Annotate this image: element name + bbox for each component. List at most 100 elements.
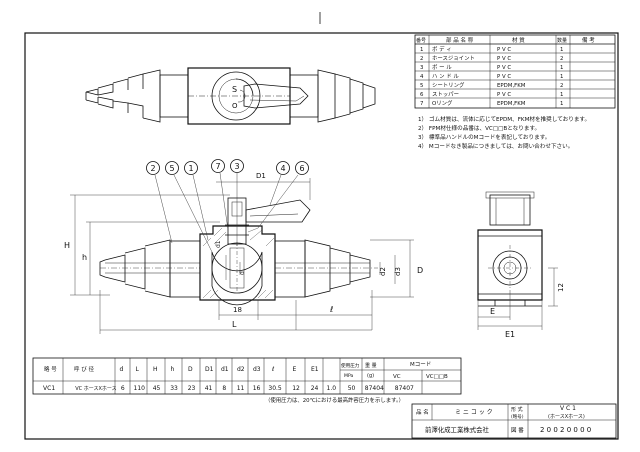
- svg-text:1: 1: [189, 164, 194, 173]
- parts-cell: ハ ン ド ル: [432, 74, 459, 80]
- spec-footnote: （使用圧力は、20℃における最高許容圧力を示します。）: [265, 396, 404, 404]
- parts-cell: 6: [420, 92, 424, 98]
- parts-cell: 1: [560, 101, 563, 107]
- spec-header: d: [120, 366, 124, 373]
- note-4: 4） Mコードなき製品につきましては、お問い合わせ下さい。: [418, 142, 573, 150]
- parts-cell: 4: [420, 74, 424, 80]
- title-name-label: 品 名: [416, 408, 429, 416]
- svg-text:3: 3: [235, 162, 240, 171]
- spec-header: E1: [311, 366, 319, 373]
- dim-D: D: [417, 266, 423, 275]
- callout-5: 5: [165, 161, 213, 253]
- svg-text:MPa: MPa: [344, 373, 354, 379]
- parts-cell: 1: [420, 47, 423, 53]
- dim-d: d: [239, 271, 246, 275]
- spec-header: d2: [237, 366, 245, 373]
- dim-D1: D1: [256, 172, 266, 180]
- svg-text:VC□□B: VC□□B: [426, 374, 448, 380]
- dim-h: h: [82, 253, 87, 262]
- spec-cell: 87404: [365, 385, 384, 392]
- parts-cell: ボ ー ル: [432, 63, 452, 71]
- parts-cell: 2: [560, 83, 563, 89]
- section-view: [70, 178, 414, 334]
- dim-d2: d2: [379, 267, 387, 276]
- spec-header: ℓ: [271, 366, 274, 373]
- spec-header: d3: [253, 366, 261, 373]
- note-3: 3） 標準品ハンドルのMコードを表記しております。: [418, 133, 550, 141]
- svg-text:7: 7: [216, 162, 221, 171]
- svg-text:使用圧力: 使用圧力: [341, 362, 360, 369]
- svg-text:数量: 数量: [557, 37, 567, 44]
- spec-cell: 87407: [395, 385, 414, 392]
- company-name: 前澤化成工業株式会社: [425, 425, 490, 434]
- svg-text:Mコード: Mコード: [410, 361, 431, 368]
- dim-E1: E1: [505, 330, 515, 339]
- spec-table: 略 号 呼 び 径 使用圧力 MPa 重 量 (g) Mコード VC VC□□B: [32, 357, 462, 395]
- spec-header: d1: [221, 366, 229, 373]
- svg-text:呼 び 径: 呼 び 径: [74, 365, 94, 373]
- svg-text:備 考: 備 考: [582, 36, 595, 44]
- spec-header: h: [171, 366, 175, 373]
- parts-cell: 1: [560, 47, 563, 53]
- parts-cell: P V C: [497, 65, 511, 71]
- spec-header: E: [293, 366, 297, 373]
- callout-4: 4: [269, 161, 290, 206]
- spec-cell: 24: [311, 385, 319, 392]
- title-type-value: V C 1: [560, 405, 576, 412]
- parts-cell: ストッパー: [432, 91, 459, 98]
- parts-cell: Oリング: [432, 99, 453, 107]
- callouts: 2 5 1 7 3 4 6: [146, 159, 309, 253]
- parts-cell: ホースジョイント: [432, 55, 475, 62]
- callout-2: 2: [146, 161, 173, 244]
- parts-cell: P V C: [497, 74, 511, 80]
- parts-cell: 7: [420, 101, 423, 107]
- parts-table: 番号 部 品 名 称 材 質 数量 備 考: [414, 34, 616, 109]
- parts-cell: ボ デ ィ: [432, 45, 452, 53]
- dim-d3: d3: [394, 267, 402, 276]
- spec-header: D: [188, 366, 193, 373]
- parts-cell: EPDM,FKM: [497, 101, 526, 107]
- parts-cell: P V C: [497, 56, 511, 62]
- top-view: S O: [85, 67, 376, 125]
- svg-text:O: O: [232, 102, 238, 110]
- spec-cell: VC1: [43, 385, 55, 392]
- svg-text:材 質: 材 質: [512, 36, 525, 44]
- drawing-frame: [24, 32, 619, 440]
- section-hatch: [202, 227, 275, 299]
- spec-cell: 41: [205, 385, 213, 392]
- spec-cell: 45: [153, 385, 161, 392]
- dimension-labels: D1 H h d1 d d2 d3 D 18 ℓ L: [64, 172, 423, 329]
- parts-cell: P V C: [497, 92, 511, 98]
- svg-text:部 品 名 称: 部 品 名 称: [446, 36, 474, 44]
- spec-cell: 16: [253, 385, 261, 392]
- spec-cell: 30.5: [268, 385, 282, 392]
- title-name-value: ミ ニ コ ッ ク: [455, 409, 493, 416]
- spec-cell: VC ホースXホース: [75, 386, 116, 392]
- svg-text:S: S: [232, 85, 237, 94]
- spec-cell: 50: [348, 385, 356, 392]
- dim-d1: d1: [215, 240, 222, 248]
- parts-cell: シートリング: [432, 81, 465, 89]
- callout-7: 7: [211, 159, 229, 231]
- side-view: E E1 12: [477, 191, 565, 339]
- svg-text:6: 6: [300, 164, 305, 173]
- title-block: 品 名 ミ ニ コ ッ ク 形 式 (略号) V C 1 (ホースXホース) 前…: [411, 403, 617, 439]
- parts-cell: 5: [420, 83, 423, 89]
- svg-text:重 量: 重 量: [365, 362, 377, 369]
- title-type-value-sub: (ホースXホース): [548, 414, 585, 420]
- parts-cell: 1: [560, 74, 563, 80]
- dim-18: 18: [233, 306, 242, 314]
- parts-cell: 1: [560, 65, 563, 71]
- spec-header: H: [153, 366, 158, 373]
- doc-number: 2 0 0 2 0 0 0 0: [540, 426, 591, 434]
- svg-text:番号: 番号: [416, 37, 426, 44]
- callout-6: 6: [257, 161, 309, 229]
- parts-cell: 1: [560, 92, 563, 98]
- spec-cell: 12: [292, 385, 300, 392]
- svg-text:4: 4: [281, 164, 286, 173]
- callout-1: 1: [184, 161, 209, 241]
